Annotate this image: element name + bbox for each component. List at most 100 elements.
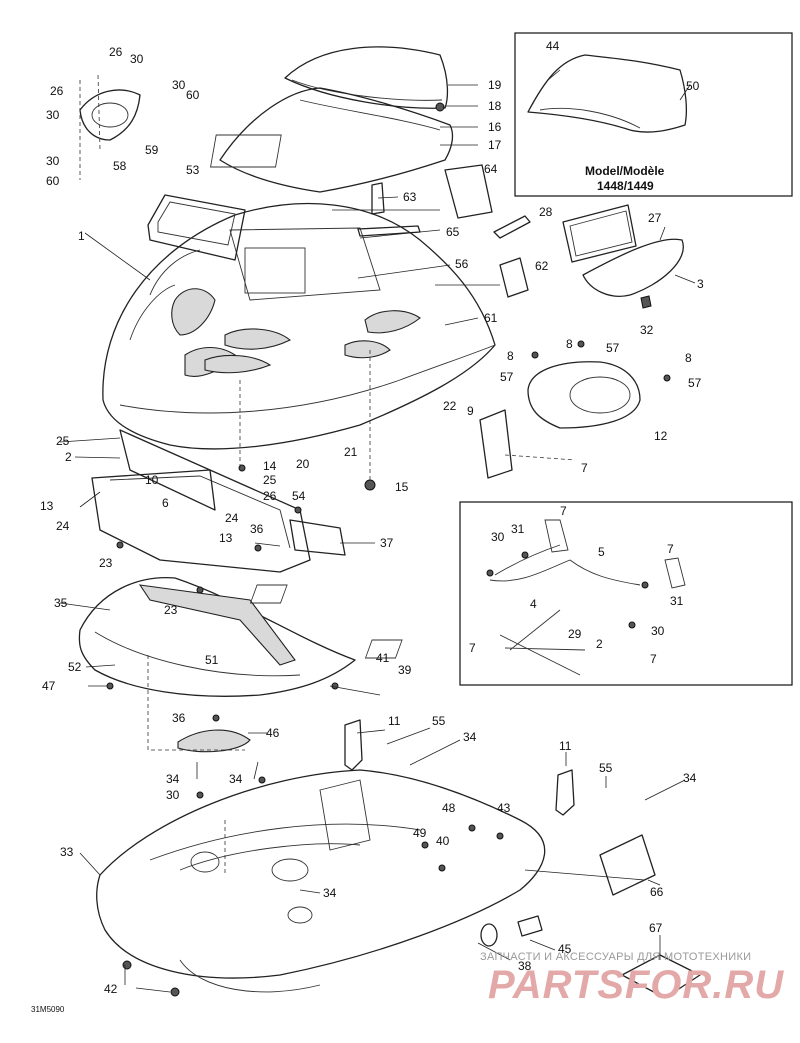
callout-43: 43 xyxy=(497,801,511,815)
callout-10: 10 xyxy=(145,473,159,487)
callout-7: 7 xyxy=(469,641,476,655)
callout-31: 31 xyxy=(511,522,525,536)
callout-37: 37 xyxy=(380,536,394,550)
callout-42: 42 xyxy=(104,982,118,996)
callout-27: 27 xyxy=(648,211,662,225)
callout-2: 2 xyxy=(65,450,72,464)
part-64 xyxy=(444,164,493,219)
callout-13: 13 xyxy=(40,499,54,513)
callout-32: 32 xyxy=(640,323,654,337)
fasteners xyxy=(106,102,671,997)
bracket-9 xyxy=(479,409,513,479)
callout-25: 25 xyxy=(56,434,70,448)
callout-57: 57 xyxy=(500,370,514,384)
leader-lines xyxy=(59,69,696,993)
callout-38: 38 xyxy=(518,959,532,973)
callout-34: 34 xyxy=(166,772,180,786)
callout-30: 30 xyxy=(130,52,144,66)
callout-57: 57 xyxy=(606,341,620,355)
part-3 xyxy=(582,238,684,297)
callout-20: 20 xyxy=(296,457,310,471)
callout-21: 21 xyxy=(344,445,358,459)
model-label: Model/Modèle xyxy=(585,164,665,178)
part-28 xyxy=(493,215,531,239)
callout-7: 7 xyxy=(581,461,588,475)
callout-7: 7 xyxy=(560,504,567,518)
callout-39: 39 xyxy=(398,663,412,677)
callout-24: 24 xyxy=(56,519,70,533)
callout-4: 4 xyxy=(530,597,537,611)
support-51 xyxy=(138,584,296,666)
bracket-46 xyxy=(177,729,251,753)
callout-19: 19 xyxy=(488,78,502,92)
panel-12 xyxy=(527,361,641,429)
callout-26: 26 xyxy=(109,45,123,59)
part-67 xyxy=(621,954,701,999)
callout-22: 22 xyxy=(443,399,457,413)
upper-hood-panel xyxy=(210,87,454,193)
callout-12: 12 xyxy=(654,429,668,443)
diagram-code: 31M5090 xyxy=(31,1005,65,1014)
callout-34: 34 xyxy=(683,771,697,785)
callout-35: 35 xyxy=(54,596,68,610)
callout-11: 11 xyxy=(559,739,572,753)
part-32 xyxy=(640,295,652,309)
part-65 xyxy=(357,225,421,237)
callout-15: 15 xyxy=(395,480,409,494)
bracket-59 xyxy=(79,74,141,180)
inset-model-1448-1449: Model/Modèle 1448/1449 xyxy=(514,32,793,197)
part-62 xyxy=(499,257,529,298)
callout-7: 7 xyxy=(650,652,657,666)
inset-cable-assembly xyxy=(249,501,793,686)
callout-9: 9 xyxy=(467,404,474,418)
callout-30: 30 xyxy=(46,154,60,168)
part-38 xyxy=(480,923,498,947)
glovebox-cover-part xyxy=(147,194,246,261)
callout-46: 46 xyxy=(266,726,280,740)
callout-65: 65 xyxy=(446,225,460,239)
callout-66: 66 xyxy=(650,885,664,899)
callout-40: 40 xyxy=(436,834,450,848)
callout-34: 34 xyxy=(463,730,477,744)
callout-31: 31 xyxy=(670,594,684,608)
callout-34: 34 xyxy=(323,886,337,900)
callout-47: 47 xyxy=(42,679,56,693)
callout-25: 25 xyxy=(263,473,277,487)
callout-18: 18 xyxy=(488,99,502,113)
part-63 xyxy=(371,182,385,215)
part-11-right xyxy=(555,769,575,816)
callout-67: 67 xyxy=(649,921,663,935)
part-27 xyxy=(562,204,637,263)
callout-57: 57 xyxy=(688,376,702,390)
callout-59: 59 xyxy=(145,143,159,157)
callout-34: 34 xyxy=(229,772,243,786)
callout-7: 7 xyxy=(667,542,674,556)
callout-5: 5 xyxy=(598,545,605,559)
hood-part xyxy=(102,202,496,450)
callout-53: 53 xyxy=(186,163,200,177)
front-bracket-assembly xyxy=(91,429,346,573)
callout-52: 52 xyxy=(68,660,82,674)
callout-54: 54 xyxy=(292,489,306,503)
callout-45: 45 xyxy=(558,942,572,956)
callout-62: 62 xyxy=(535,259,549,273)
callout-61: 61 xyxy=(484,311,498,325)
callout-14: 14 xyxy=(263,459,277,473)
callout-55: 55 xyxy=(432,714,446,728)
watermark-logo: PARTSFOR.RU xyxy=(488,963,784,1007)
callout-13: 13 xyxy=(219,531,233,545)
callout-28: 28 xyxy=(539,205,553,219)
callout-8: 8 xyxy=(566,337,573,351)
callout-41: 41 xyxy=(376,651,390,665)
callout-49: 49 xyxy=(413,826,427,840)
callout-36: 36 xyxy=(250,522,264,536)
callout-55: 55 xyxy=(599,761,613,775)
callout-8: 8 xyxy=(507,349,514,363)
callout-26: 26 xyxy=(50,84,64,98)
part-11-left xyxy=(344,719,363,771)
callout-36: 36 xyxy=(172,711,186,725)
callout-64: 64 xyxy=(484,162,498,176)
callout-60: 60 xyxy=(186,88,200,102)
callout-23: 23 xyxy=(164,603,178,617)
callout-60: 60 xyxy=(46,174,60,188)
